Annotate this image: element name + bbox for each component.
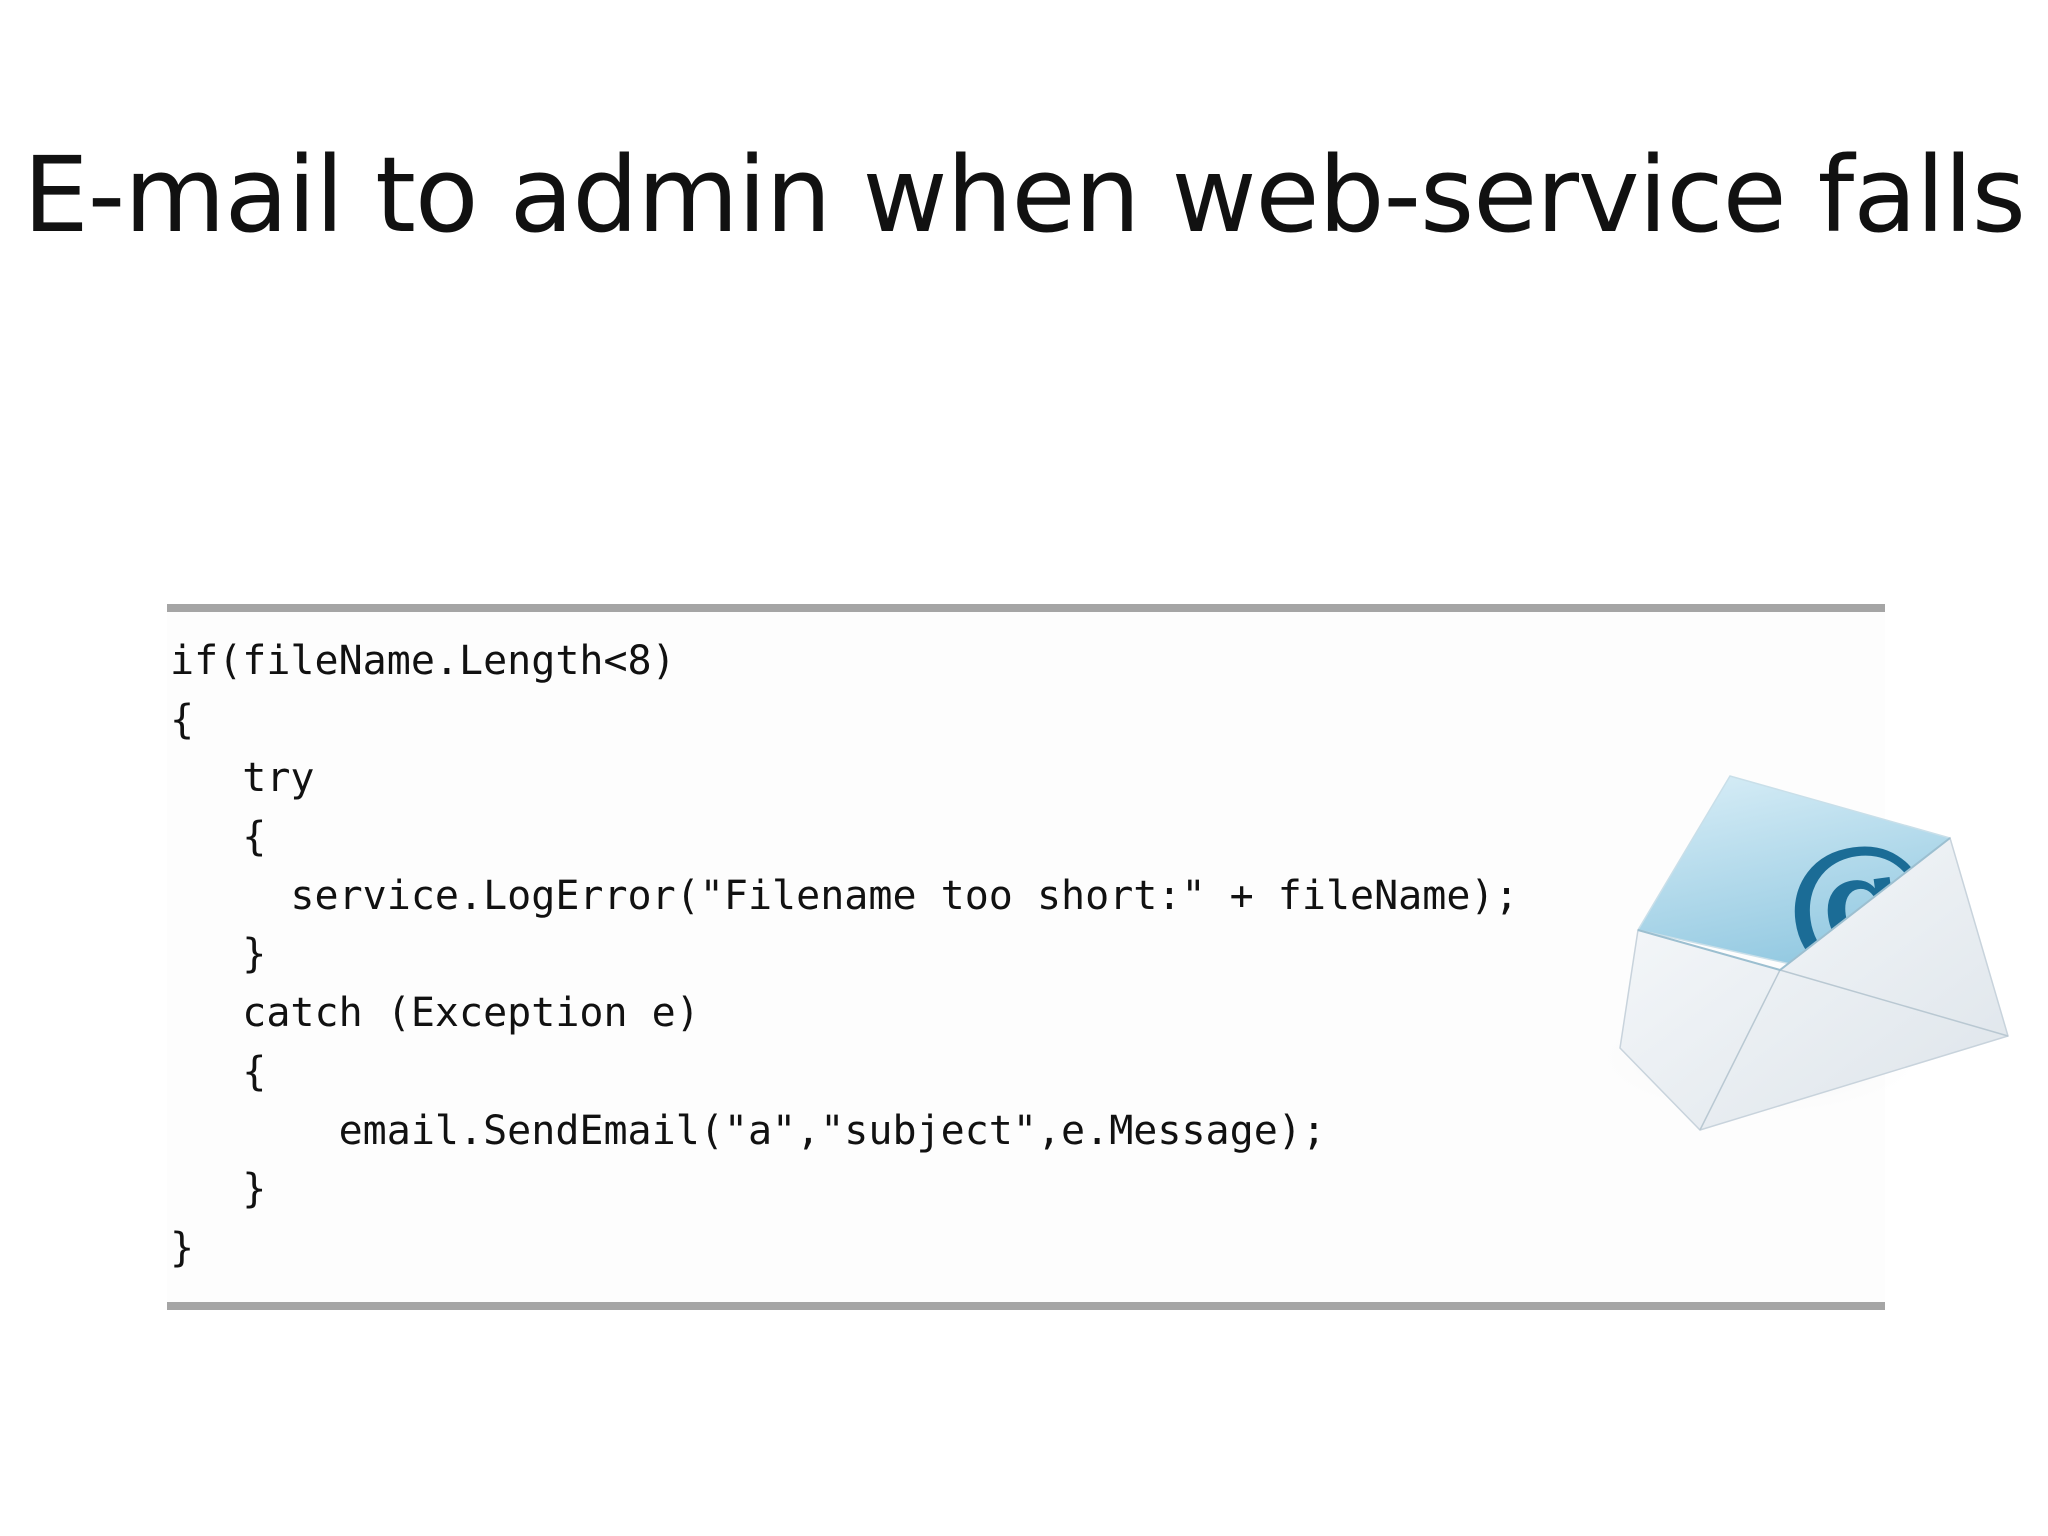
code-panel <box>167 604 1885 1310</box>
envelope-at-icon: @ <box>1590 758 2020 1138</box>
code-line: { <box>170 696 195 743</box>
code-line: { <box>170 1048 267 1095</box>
code-line: } <box>170 931 267 978</box>
code-line: } <box>170 1166 267 1213</box>
code-top-rule <box>167 604 1885 612</box>
code-line: service.LogError("Filename too short:" +… <box>170 872 1519 919</box>
code-line: email.SendEmail("a","subject",e.Message)… <box>170 1107 1326 1154</box>
code-line: if(fileName.Length<8) <box>170 638 676 684</box>
code-line: { <box>170 814 267 861</box>
slide-title: E-mail to admin when web-service falls <box>23 134 2026 256</box>
code-bottom-rule <box>167 1302 1885 1310</box>
code-line: catch (Exception e) <box>170 990 700 1037</box>
code-line: try <box>170 755 315 802</box>
code-line: } <box>170 1224 195 1271</box>
code-block: if(fileName.Length<8) { try { service.Log… <box>170 632 1519 1278</box>
